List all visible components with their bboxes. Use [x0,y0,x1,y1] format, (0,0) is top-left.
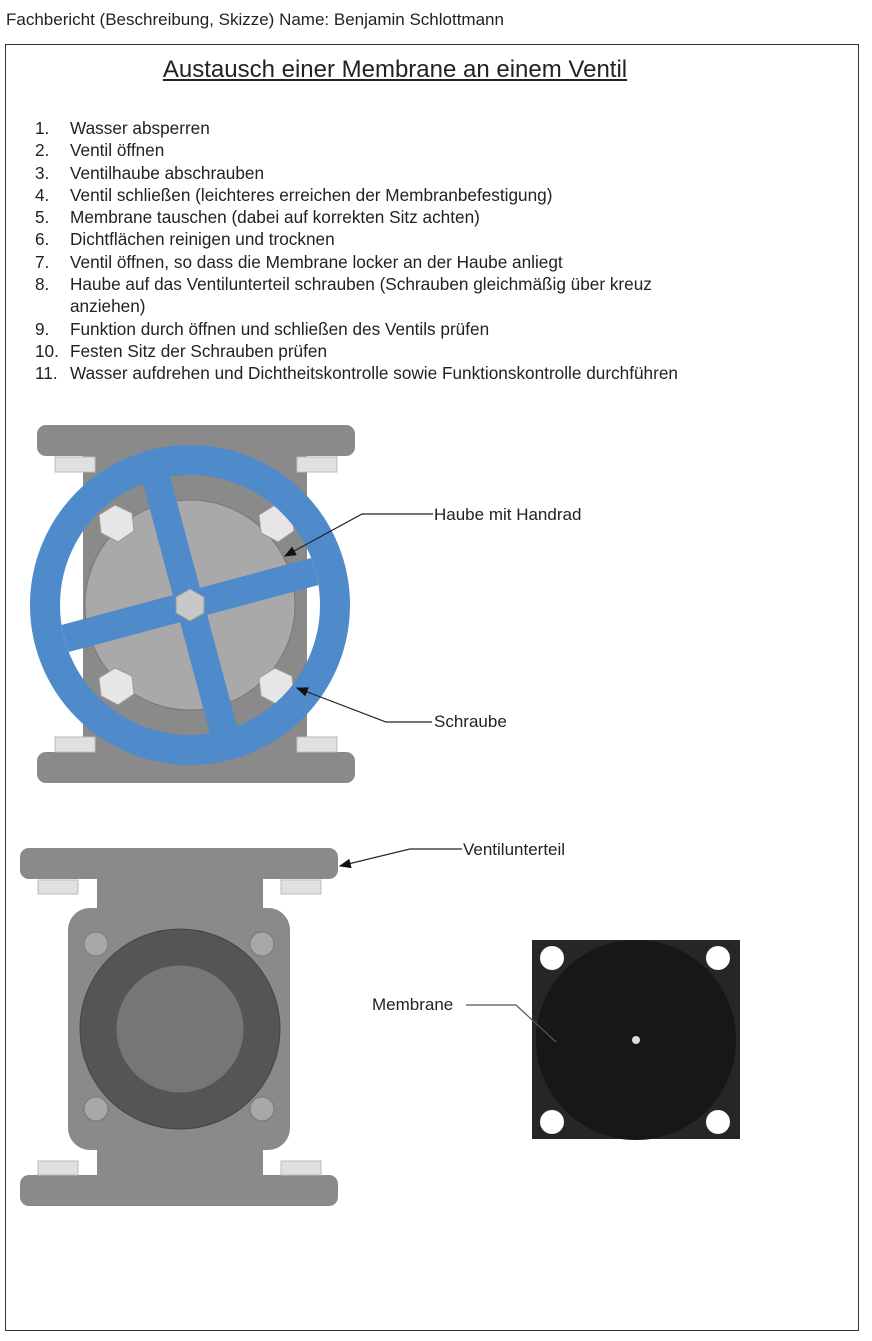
upper-flange [37,425,355,456]
list-item: 2. Ventil öffnen [35,139,690,161]
step-number: 6. [35,229,50,250]
step-text: Funktion durch öffnen und schließen des … [70,318,490,339]
step-text: Dichtflächen reinigen und trocknen [70,229,335,250]
step-text: Wasser absperren [70,118,210,138]
leader-membrane [466,1004,557,1043]
step-number: 7. [35,251,50,272]
label-haube-mit-handrad: Haube mit Handrad [434,505,582,524]
step-text: Membrane tauschen (dabei auf korrekten S… [70,207,480,228]
step-number: 9. [35,318,50,339]
flange-bolts [37,879,322,1176]
step-number: 8. [35,274,50,295]
list-item: 4. Ventil schließen (leichteres erreichen… [35,184,690,206]
list-item: 7. Ventil öffnen, so dass die Membrane lo… [35,251,690,273]
step-text: Wasser aufdrehen und Dichtheitskontrolle… [70,363,678,384]
step-number: 1. [35,118,50,138]
leader-schraube [295,687,432,723]
list-item: 10. Festen Sitz der Schrauben prüfen [35,340,690,362]
valve-seat [115,964,245,1094]
list-item: 1. Wasser absperren [35,117,690,139]
membrane-drawing [532,940,740,1140]
step-number: 10. [35,340,59,361]
step-number: 4. [35,184,50,205]
hub-nut-icon [175,588,205,622]
label-membrane: Membrane [372,995,454,1014]
lower-flange [20,1175,338,1206]
steps-list: 1. Wasser absperren 2. Ventil öffnen 3. Ven… [35,117,690,385]
list-item: 5. Membrane tauschen (dabei auf korrekten… [35,206,690,228]
membrane-holes [540,946,730,1134]
label-ventilunterteil: Ventilunterteil [463,840,566,859]
page-frame [5,44,859,1331]
document-header: Fachbericht (Beschreibung, Skizze) Name:… [6,10,504,29]
bolt-holes [83,931,275,1122]
label-schraube: Schraube [434,712,507,731]
step-text: Festen Sitz der Schrauben prüfen [70,340,328,361]
valve-top-view [30,425,355,783]
list-item: 11. Wasser aufdrehen und Dichtheitskontro… [35,362,690,384]
step-text: Ventil öffnen, so dass die Membrane lock… [70,251,563,272]
membrane-center-pin [632,1036,640,1044]
flange-bolts [54,456,338,753]
list-item: 3. Ventilhaube abschrauben [35,162,690,184]
list-item: 8. Haube auf das Ventilunterteil schraube… [35,273,690,318]
step-text: Ventil schließen (leichteres erreichen d… [70,184,553,205]
valve-lower-part [20,848,338,1206]
leader-haube [283,513,433,557]
step-text: Ventilhaube abschrauben [70,162,264,183]
list-item: 9. Funktion durch öffnen und schließen de… [35,318,690,340]
leader-unterteil [338,848,462,869]
lower-flange [37,752,355,783]
page-title: Austausch einer Membrane an einem Ventil [162,56,628,83]
step-number: 11. [35,363,58,384]
list-item: 6. Dichtflächen reinigen und trocknen [35,228,690,250]
step-number: 3. [35,162,50,183]
step-text: Ventil öffnen [70,140,165,161]
step-text: Haube auf das Ventilunterteil schrauben … [70,274,652,317]
step-number: 2. [35,140,50,161]
step-number: 5. [35,207,50,228]
handwheel-ring [30,445,350,765]
